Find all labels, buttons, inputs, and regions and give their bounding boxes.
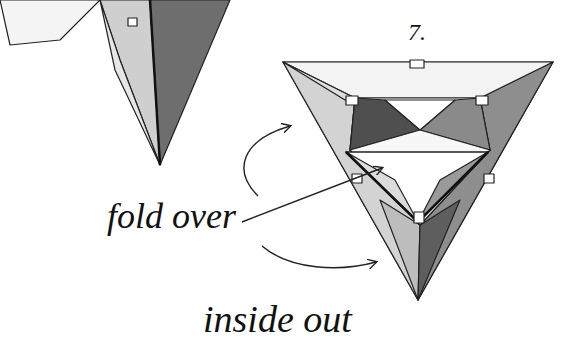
instruction-text: inside out bbox=[203, 300, 352, 338]
fold-arrows bbox=[242, 126, 382, 268]
previous-step-figure bbox=[0, 0, 230, 165]
instruction-text: fold over bbox=[107, 198, 236, 234]
folded-tetrahedron bbox=[283, 60, 553, 300]
step-number: 7. bbox=[408, 20, 426, 44]
